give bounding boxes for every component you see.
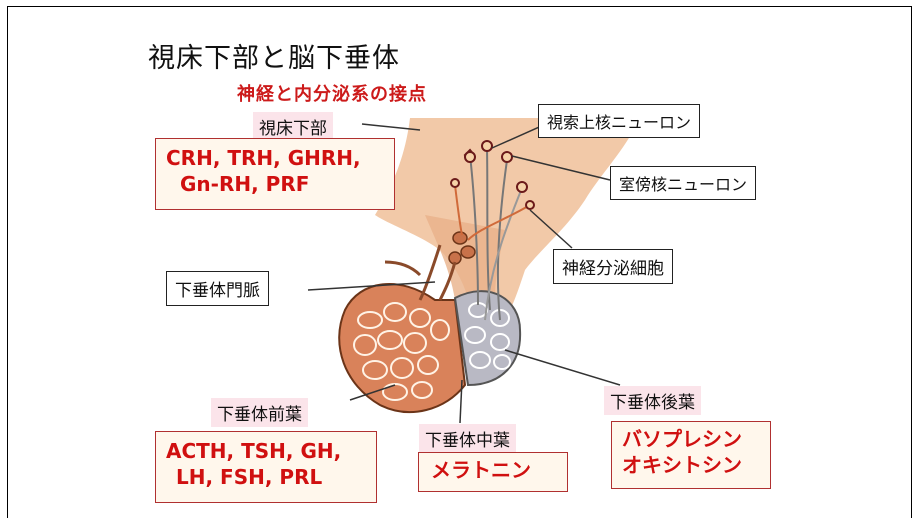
label-posterior-lobe: 下垂体後葉 <box>604 386 701 415</box>
hormone-line: バソプレシン <box>622 426 760 452</box>
label-hypothalamus: 視床下部 <box>253 112 333 141</box>
hormone-line: メラトニン <box>431 457 555 483</box>
label-neurosecretory-cell: 神経分泌細胞 <box>553 249 673 284</box>
intermediate-hormones-box: メラトニン <box>418 452 568 492</box>
page-title: 視床下部と脳下垂体 <box>148 36 400 75</box>
hormone-line: CRH, TRH, GHRH, <box>166 145 384 171</box>
label-anterior-lobe: 下垂体前葉 <box>211 398 308 427</box>
label-portal-vein: 下垂体門脈 <box>166 271 269 306</box>
page-subtitle: 神経と内分泌系の接点 <box>237 80 427 106</box>
hormone-line: LH, FSH, PRL <box>166 464 366 490</box>
label-intermediate-lobe: 下垂体中葉 <box>419 424 516 453</box>
anterior-hormones-box: ACTH, TSH, GH, LH, FSH, PRL <box>155 431 377 503</box>
hypothalamus-hormones-box: CRH, TRH, GHRH, Gn-RH, PRF <box>155 138 395 210</box>
hormone-line: オキシトシン <box>622 452 760 478</box>
label-paraventricular-neuron: 室傍核ニューロン <box>610 166 756 200</box>
posterior-hormones-box: バソプレシン オキシトシン <box>611 421 771 489</box>
hormone-line: Gn-RH, PRF <box>166 171 384 197</box>
label-supraoptic-neuron: 視索上核ニューロン <box>538 104 700 138</box>
anterior-lobe <box>339 284 465 412</box>
hormone-line: ACTH, TSH, GH, <box>166 438 366 464</box>
